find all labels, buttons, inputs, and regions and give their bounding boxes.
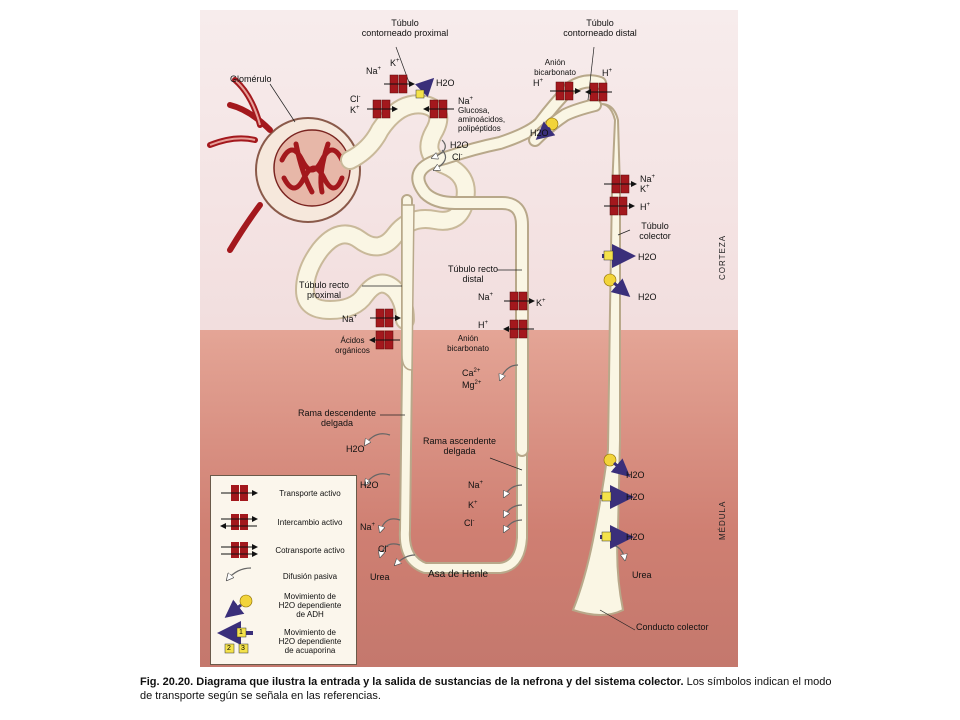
label-loop-of-henle: Asa de Henle — [428, 569, 489, 580]
ion-label: K+ — [350, 105, 360, 115]
legend-adh-water: Movimiento de H2O dependiente de ADH — [278, 592, 342, 619]
ion-label: H2O — [360, 480, 379, 490]
ion-label: Cl- — [378, 544, 389, 554]
ion-label: Cl- — [350, 94, 361, 104]
ion-label: Mg2+ — [462, 380, 482, 390]
ion-label: H2O — [626, 492, 645, 502]
label-organic-acids: Ácidos orgánicos — [335, 336, 370, 355]
ion-label: Na+ — [640, 174, 656, 184]
ion-label: H2O — [450, 140, 469, 150]
label-proximal-straight-tubule: Túbulo recto proximal — [298, 280, 350, 300]
ion-label: Na+ — [366, 66, 382, 76]
label-cortex: CORTEZA — [718, 234, 727, 280]
legend-active-transport: Transporte activo — [279, 489, 341, 498]
nephron-figure: Túbulo contorneado proximal Túbulo conto… — [200, 10, 738, 667]
label-ascending-limb: Rama ascendente delgada — [422, 436, 497, 456]
figure-caption: Fig. 20.20. Diagrama que ilustra la entr… — [140, 675, 840, 703]
label-medulla: MÉDULA — [718, 500, 727, 540]
ion-label: Na+ — [458, 96, 474, 106]
glomerulus — [207, 77, 361, 253]
legend-badge-2: 2 — [227, 645, 231, 652]
ion-label: H2O — [638, 252, 657, 262]
legend: 1 2 3 Transporte activo Intercambio acti… — [210, 475, 357, 665]
legend-symbols — [217, 485, 258, 654]
ion-label: H2O — [638, 292, 657, 302]
passive-arrows — [365, 139, 625, 565]
label-distal-convoluted-tubule: Túbulo contorneado distal — [563, 18, 637, 38]
label-bicarbonate-mid: Anión bicarbonato — [447, 334, 489, 353]
ion-label: H2O — [436, 78, 455, 88]
ion-label: Na+ — [360, 522, 376, 532]
ion-label: H+ — [640, 202, 651, 212]
ion-label: Cl- — [464, 518, 475, 528]
label-collecting-duct: Conducto colector — [636, 622, 709, 632]
nephron-drawing — [207, 46, 637, 631]
ion-label: Na+ — [478, 292, 494, 302]
label-glomerulus: Glomérulo — [230, 74, 272, 84]
ion-label: H2O — [530, 128, 549, 138]
ion-label: H+ — [533, 78, 544, 88]
label-distal-straight-tubule: Túbulo recto distal — [447, 264, 499, 284]
ion-label: Cl- — [452, 152, 463, 162]
ion-label: H2O — [626, 470, 645, 480]
legend-active-exchange: Intercambio activo — [277, 518, 343, 527]
label-proximal-convoluted-tubule: Túbulo contorneado proximal — [361, 18, 449, 38]
ion-label: Na+ — [342, 314, 358, 324]
ion-label: Na+ — [468, 480, 484, 490]
label-collecting-tubule: Túbulo colector — [639, 221, 671, 241]
legend-active-cotransport: Cotransporte activo — [275, 546, 345, 555]
label-descending-limb: Rama descendente delgada — [297, 408, 377, 428]
ion-label: Urea — [632, 570, 652, 580]
legend-badge-3: 3 — [241, 645, 245, 652]
legend-passive-diffusion: Difusión pasiva — [282, 572, 338, 581]
ion-label: K+ — [536, 298, 546, 308]
ion-label: H+ — [478, 320, 489, 330]
legend-aquaporin-water: Movimiento de H2O dependiente de acuapor… — [278, 628, 342, 655]
ion-label: Ca2+ — [462, 368, 481, 378]
ion-label: K+ — [640, 184, 650, 194]
ion-label: H+ — [602, 68, 613, 78]
legend-badge-1: 1 — [239, 629, 243, 636]
ion-label: H2O — [346, 444, 365, 454]
label-bicarbonate-top: Anión bicarbonato — [534, 58, 576, 77]
ion-label: H2O — [626, 532, 645, 542]
caption-bold: Fig. 20.20. Diagrama que ilustra la entr… — [140, 676, 684, 688]
ion-label: K+ — [468, 500, 478, 510]
ion-label: K+ — [390, 58, 400, 68]
transporter-arrows — [367, 81, 637, 343]
water-channels — [415, 77, 636, 549]
ion-label: Urea — [370, 572, 390, 582]
caption-rest: Los símbolos indican el modo de transpor… — [140, 676, 832, 702]
label-glucose: Glucosa, aminoácidos, polipéptidos — [458, 106, 506, 133]
